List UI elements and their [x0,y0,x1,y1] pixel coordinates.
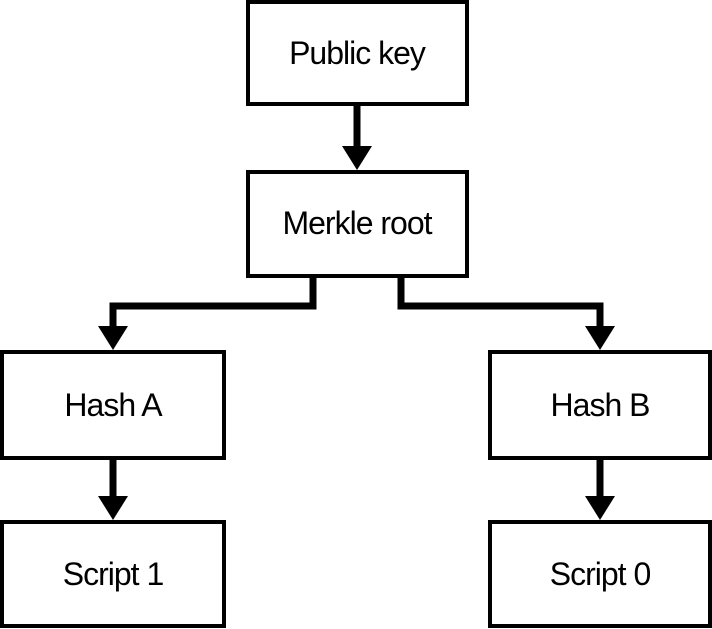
public-key-label: Public key [289,35,426,71]
public-key-box [246,0,469,106]
connectors [98,104,615,520]
node-script-0: Script 0 [488,520,712,628]
script-0-box [488,520,712,628]
arrowhead-script-0 [585,496,615,520]
arrowhead-hash-a [98,326,128,350]
script-1-box [0,520,226,628]
node-script-1: Script 1 [0,520,226,628]
merkle-root-box [246,170,469,278]
node-hash-b: Hash B [488,350,712,460]
arrow-merkle-root-to-hash-b [397,276,604,327]
arrow-merkle-root-to-hash-a [109,276,317,327]
merkle-root-label: Merkle root [282,205,432,241]
arrowhead-script-1 [98,496,128,520]
node-hash-a: Hash A [0,350,226,460]
arrowhead-hash-b [585,326,615,350]
node-public-key: Public key [246,0,469,106]
hash-b-box [488,350,712,460]
node-merkle-root: Merkle root [246,170,469,278]
arrowhead-merkle-root [342,146,372,170]
script-0-label: Script 0 [550,556,651,592]
hash-b-label: Hash B [551,387,650,423]
script-1-label: Script 1 [63,556,164,592]
hash-a-label: Hash A [64,387,163,423]
hash-a-box [0,350,226,460]
